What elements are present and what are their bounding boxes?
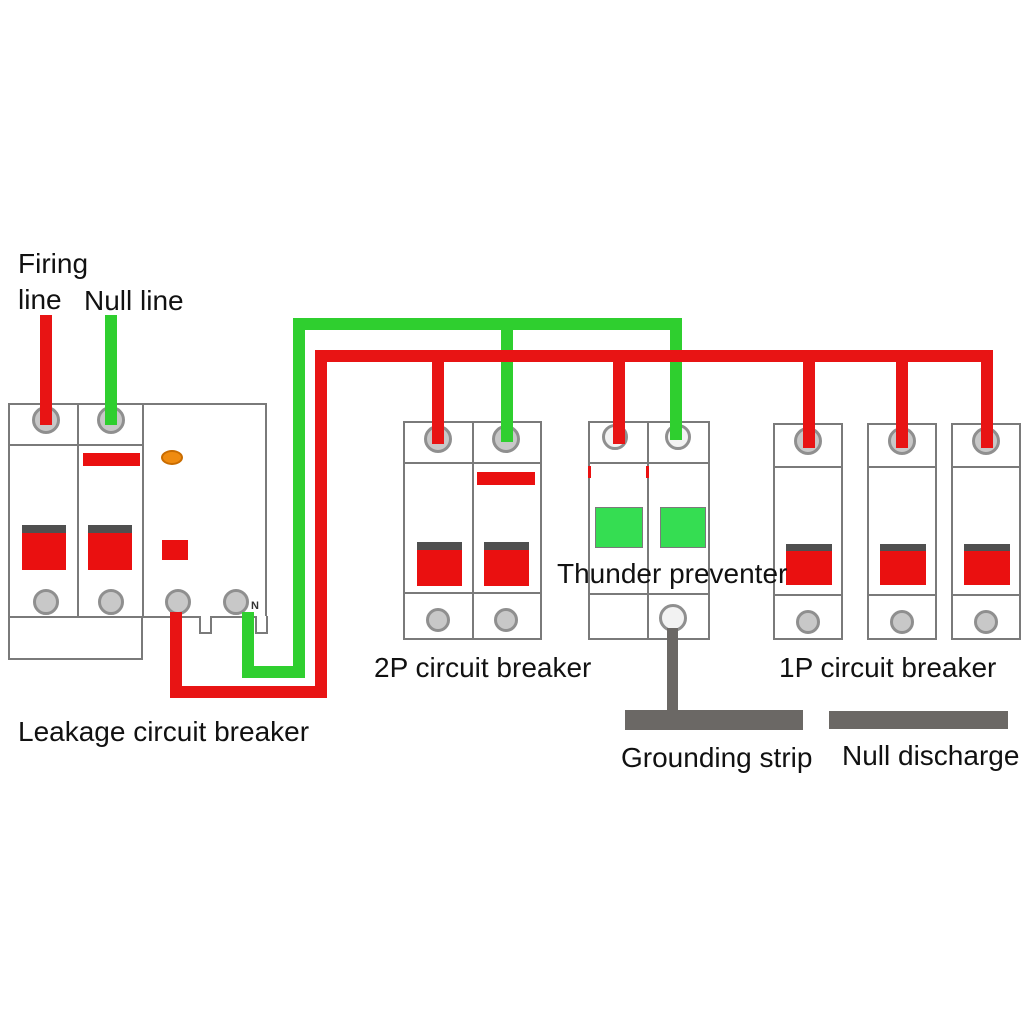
1p-breaker-body xyxy=(867,423,937,640)
null-discharge-bar xyxy=(829,711,1008,729)
neutral-loop-wire-horizontal xyxy=(242,666,305,678)
rocker-switch xyxy=(880,551,926,585)
neutral-riser-wire xyxy=(293,318,305,678)
rocker-switch xyxy=(786,551,832,585)
n-terminal-label: N xyxy=(251,600,259,612)
section-line xyxy=(403,462,542,464)
neutral-drop-thunder-preventer xyxy=(670,324,682,440)
null-line-wire xyxy=(105,315,117,425)
firing-line-wire xyxy=(40,315,52,425)
section-line xyxy=(951,466,1021,468)
din-clip xyxy=(255,616,268,634)
section-line xyxy=(588,593,710,595)
section-line xyxy=(951,594,1021,596)
rocker-switch xyxy=(484,550,529,586)
rocker-switch-top xyxy=(880,544,926,554)
rocker-switch-top xyxy=(964,544,1010,554)
indicator-tick xyxy=(588,466,591,478)
label-2p-circuit-breaker: 2P circuit breaker xyxy=(374,652,592,683)
surge-module-window xyxy=(595,507,643,548)
section-line xyxy=(773,466,843,468)
neutral-bus-wire xyxy=(293,318,682,330)
output-terminal-neutral xyxy=(223,589,249,615)
rocker-switch-top xyxy=(417,542,462,553)
neutral-loop-wire-vertical xyxy=(242,612,254,678)
output-terminal xyxy=(494,608,518,632)
output-terminal xyxy=(98,589,124,615)
label-1p-circuit-breaker: 1P circuit breaker xyxy=(779,652,997,683)
status-indicator-bar xyxy=(83,453,140,466)
section-line xyxy=(8,444,144,446)
test-indicator-lamp xyxy=(161,450,183,465)
live-riser-wire xyxy=(315,350,327,698)
label-null-discharge: Null discharge xyxy=(842,740,1020,771)
output-terminal xyxy=(974,610,998,634)
1p-breaker-body xyxy=(773,423,843,640)
section-line xyxy=(403,592,542,594)
live-drop-1p-breaker-3 xyxy=(981,350,993,448)
label-grounding-strip: Grounding strip xyxy=(621,742,813,773)
output-terminal xyxy=(33,589,59,615)
live-bus-wire xyxy=(315,350,993,362)
live-loop-wire-vertical xyxy=(170,612,182,698)
grounding-strip-bar xyxy=(625,710,803,730)
rocker-switch xyxy=(88,533,132,570)
rocker-switch xyxy=(417,550,462,586)
leakage-breaker-body xyxy=(8,403,267,618)
ground-wire xyxy=(667,628,678,712)
rocker-switch-top xyxy=(786,544,832,554)
rocker-switch xyxy=(22,533,66,570)
label-null-line: Null line xyxy=(84,285,184,316)
label-firing-line: Firing line xyxy=(18,248,89,315)
label-thunder-preventer: Thunder preventer xyxy=(557,558,788,589)
status-indicator-bar xyxy=(477,472,535,485)
live-drop-1p-breaker-1 xyxy=(803,356,815,448)
neutral-drop-2p-breaker xyxy=(501,324,513,442)
output-terminal xyxy=(796,610,820,634)
live-drop-2p-breaker xyxy=(432,356,444,444)
indicator-tick xyxy=(646,466,649,478)
module-divider xyxy=(142,403,144,618)
live-drop-thunder-preventer xyxy=(613,356,625,444)
live-loop-wire-horizontal xyxy=(170,686,327,698)
rocker-switch xyxy=(964,551,1010,585)
module-divider xyxy=(472,421,474,640)
surge-module-window xyxy=(660,507,706,548)
test-button xyxy=(162,540,188,560)
section-line xyxy=(867,594,937,596)
leakage-breaker-base xyxy=(8,616,143,660)
label-leakage-circuit-breaker: Leakage circuit breaker xyxy=(18,716,310,747)
module-divider xyxy=(77,403,79,618)
output-terminal xyxy=(426,608,450,632)
output-terminal xyxy=(890,610,914,634)
section-line xyxy=(588,462,710,464)
module-divider xyxy=(647,421,649,640)
1p-breaker-body xyxy=(951,423,1021,640)
section-line xyxy=(773,594,843,596)
din-clip xyxy=(199,616,212,634)
section-line xyxy=(867,466,937,468)
rocker-switch-top xyxy=(484,542,529,553)
live-drop-1p-breaker-2 xyxy=(896,356,908,448)
